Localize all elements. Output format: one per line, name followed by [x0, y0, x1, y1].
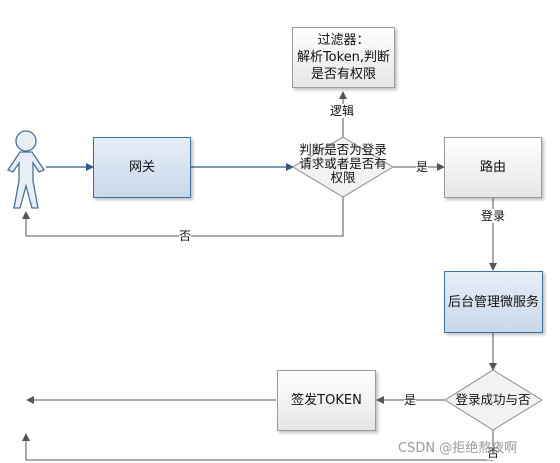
edge-decision-no	[22, 430, 494, 461]
edge-label-no-back: 否	[179, 229, 192, 243]
filter-box: 过滤器： 解析Token,判断 是否有权限	[292, 27, 395, 88]
admin-service-label: 后台管理微服务	[447, 294, 539, 310]
edge-label-yes-issue: 是	[404, 393, 417, 407]
decision-diamond-login-permission	[292, 136, 394, 198]
filter-label: 过滤器： 解析Token,判断 是否有权限	[296, 33, 391, 82]
watermark: CSDN @拒绝熬夜啊	[398, 441, 518, 456]
edge-label-logic: 逻辑	[330, 104, 355, 118]
edge-label-no-bottom: 否	[487, 446, 500, 460]
admin-service-box: 后台管理微服务	[444, 271, 543, 333]
edge-label-yes-route: 是	[416, 160, 429, 174]
issue-token-label: 签发TOKEN	[291, 393, 362, 408]
login-success-label: 登录成功与否	[455, 392, 531, 407]
user-icon	[7, 130, 45, 209]
edge-label-login: 登录	[481, 209, 506, 223]
decision-diamond-login-success	[444, 369, 543, 431]
gateway-box: 网关	[93, 137, 191, 198]
gateway-label: 网关	[128, 160, 155, 175]
issue-token-box: 签发TOKEN	[277, 370, 376, 431]
route-box: 路由	[444, 137, 542, 198]
route-label: 路由	[479, 160, 506, 175]
check-login-label: 判断是否为登录 请求或者是否有 权限	[299, 142, 387, 185]
